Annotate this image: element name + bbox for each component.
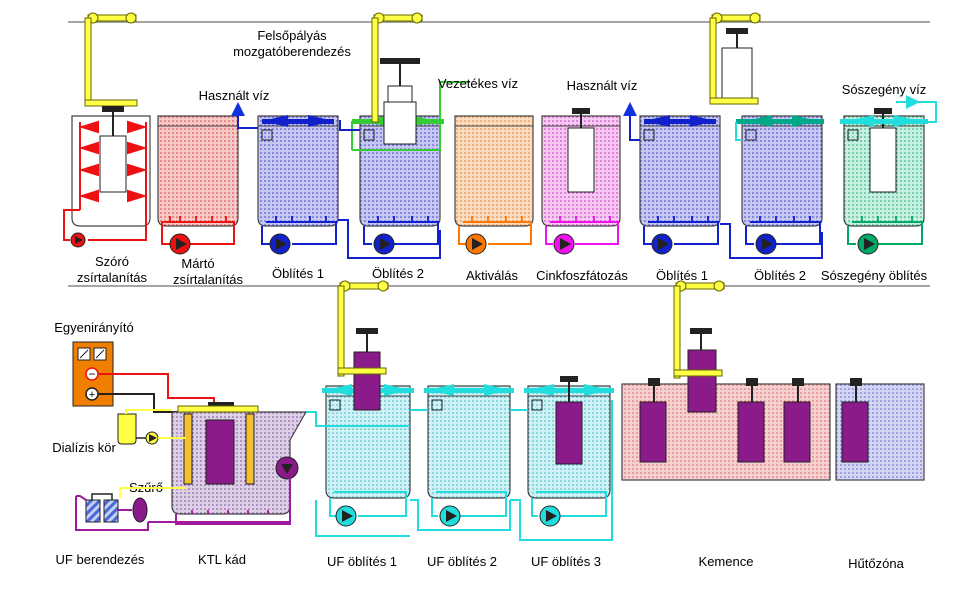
hoist-2 — [371, 12, 423, 145]
tank-cinkfoszfatozas — [541, 108, 621, 255]
tank-label-oblites-1: Öblítés 1 — [272, 266, 324, 281]
hoist-4 — [337, 280, 389, 411]
tank-label-oblites-2b: Öblítés 2 — [754, 268, 806, 283]
tank-oblites-1b — [623, 102, 721, 255]
tank-label-marto-1: Mártó — [181, 256, 214, 271]
plus-symbol: + — [89, 389, 95, 401]
tank-soszegeny-oblites — [840, 95, 937, 255]
label-hasznalt-viz-2: Használt víz — [567, 78, 638, 93]
hoist-1 — [84, 12, 138, 112]
spray-bar-icon — [644, 115, 716, 127]
tank-label-oblites-1b: Öblítés 1 — [656, 268, 708, 283]
uf-unit — [85, 493, 119, 523]
label-uf-oblites-2: UF öblítés 2 — [427, 554, 497, 569]
tank-label-szoro-1: Szóró — [95, 254, 129, 269]
minus-symbol: − — [88, 367, 95, 381]
label-vezetekes-viz: Vezetékes víz — [438, 76, 518, 91]
label-dializis-kor: Dialízis kör — [52, 440, 116, 455]
label-felsopalyas-2: mozgatóberendezés — [233, 44, 351, 59]
cooling-zone — [835, 378, 925, 481]
tank-oblites-2b — [720, 115, 824, 259]
hoist-3 — [709, 12, 761, 105]
spray-bar-icon — [736, 115, 824, 127]
tank-label-marto-2: zsírtalanítás — [173, 272, 244, 287]
label-kemence: Kemence — [699, 554, 754, 569]
tank-label-soszegeny: Sószegény öblítés — [821, 268, 928, 283]
tank-marto-zsirtalanitas — [157, 115, 239, 255]
tank-oblites-1 — [231, 102, 339, 255]
label-felsopalyas-1: Felsőpályás — [257, 28, 327, 43]
hoist-5 — [673, 280, 725, 379]
tank-label-aktivalas: Aktiválás — [466, 268, 519, 283]
tank-label-szoro-2: zsírtalanítás — [77, 270, 148, 285]
label-uf-oblites-1: UF öblítés 1 — [327, 554, 397, 569]
tank-szoro-zsirtalanitas — [63, 112, 151, 248]
tank-aktivalas — [454, 115, 534, 255]
spray-bar-icon — [262, 115, 334, 127]
tank-uf-oblites-3 — [524, 376, 614, 527]
label-uf-berendezes: UF berendezés — [56, 552, 145, 567]
oven-kemence — [621, 349, 831, 481]
tank-uf-oblites-2 — [424, 384, 514, 527]
label-hasznalt-viz-1: Használt víz — [199, 88, 270, 103]
dialysis-unit — [117, 409, 186, 445]
tank-label-oblites-2: Öblítés 2 — [372, 266, 424, 281]
label-hutozona: Hűtőzóna — [848, 556, 904, 571]
spray-bar-icon — [840, 115, 928, 127]
label-ktl-kad: KTL kád — [198, 552, 246, 567]
label-uf-oblites-3: UF öblítés 3 — [531, 554, 601, 569]
tank-ktl-kad — [171, 402, 308, 525]
filter-unit — [132, 497, 148, 523]
tank-label-cinkfoszfatozas: Cinkfoszfátozás — [536, 268, 628, 283]
label-egyeniranyito: Egyenirányító — [54, 320, 134, 335]
spray-nozzles-icon — [78, 120, 148, 210]
label-soszegeny-viz: Sószegény víz — [842, 82, 927, 97]
